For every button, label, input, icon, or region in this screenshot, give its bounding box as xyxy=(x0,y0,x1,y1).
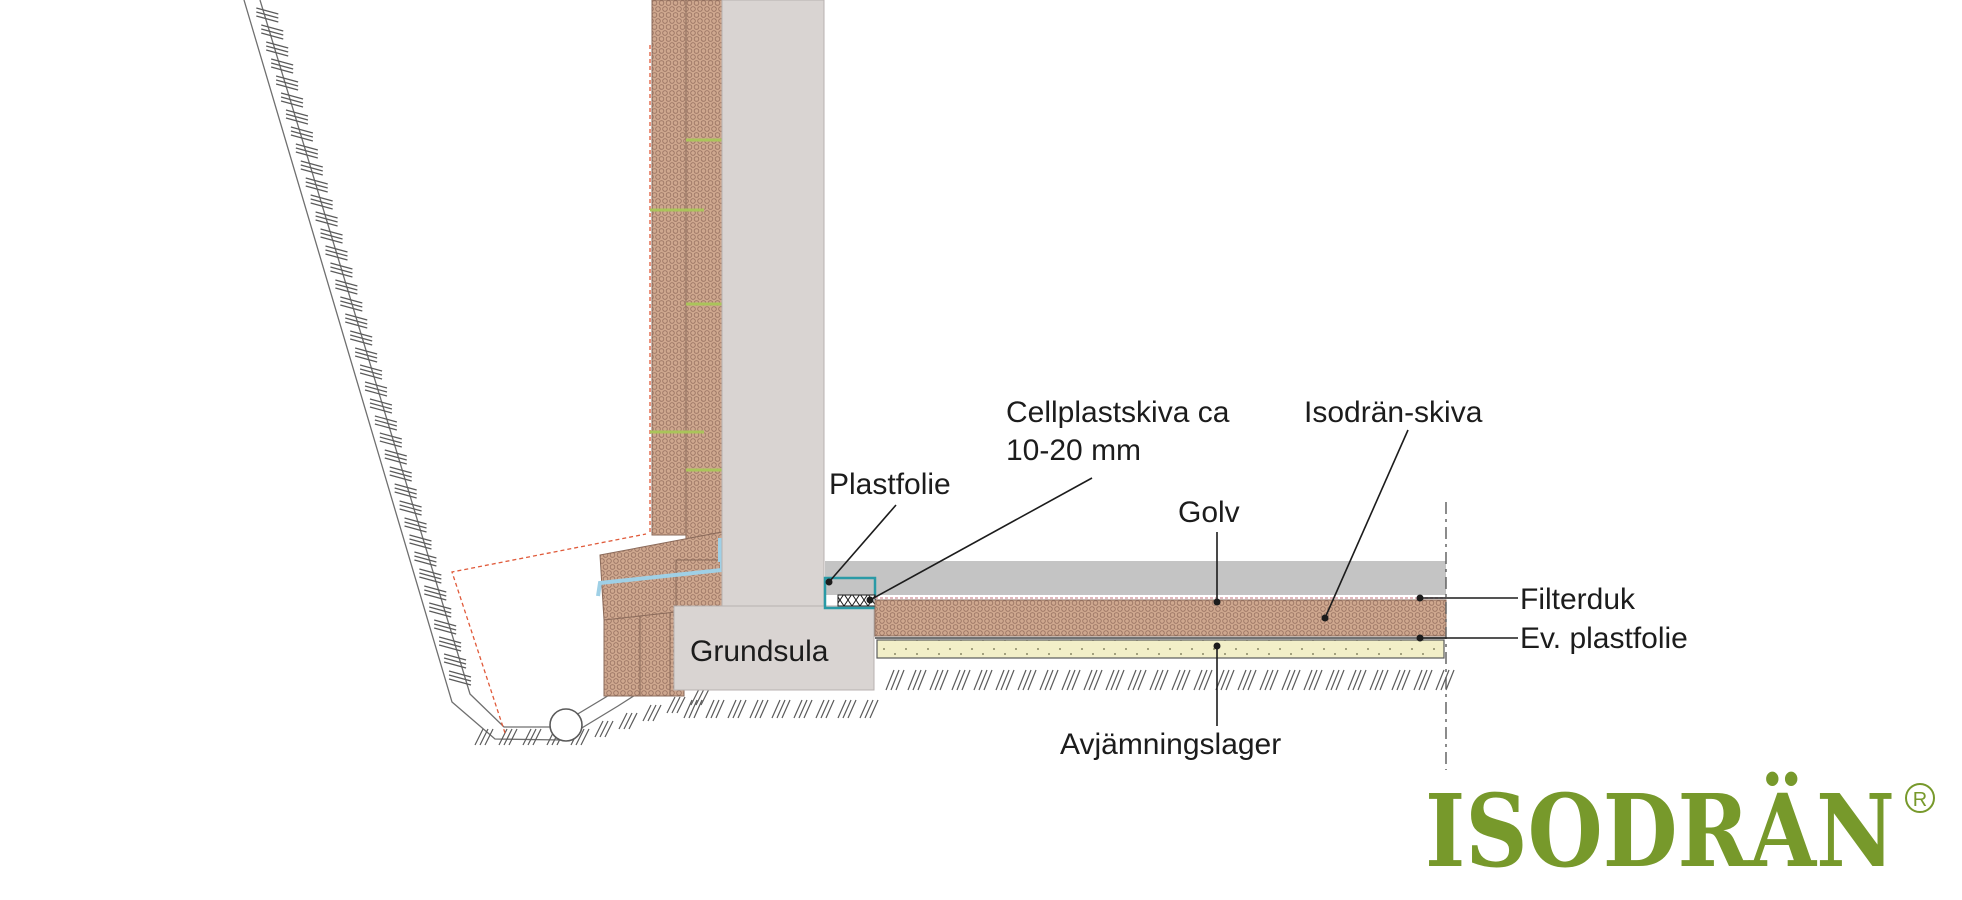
label-ev-plastfolie: Ev. plastfolie xyxy=(1520,622,1688,655)
soil-hatch-bottom xyxy=(474,688,879,746)
isodran-logo: ISODRÄN ® R xyxy=(1425,772,1935,890)
concrete-wall xyxy=(721,0,825,609)
label-grundsula: Grundsula xyxy=(690,635,829,668)
label-filterduk: Filterduk xyxy=(1520,583,1636,616)
grundsula-footing xyxy=(673,605,875,691)
floor-isodran-board xyxy=(874,599,1447,637)
label-cellplast-line1: Cellplastskiva ca xyxy=(1006,396,1230,429)
label-isodran-skiva: Isodrän-skiva xyxy=(1304,396,1483,429)
logo-wordmark: ISODRÄN xyxy=(1425,772,1895,890)
svg-text:R: R xyxy=(1913,789,1927,811)
leveling-layer xyxy=(876,639,1445,659)
registered-mark-icon xyxy=(1905,783,1935,813)
soil-hatch-left xyxy=(256,7,472,686)
wall-isodran-boards xyxy=(599,0,723,697)
label-avjamningslager: Avjämningslager xyxy=(1060,728,1281,761)
floor-slab xyxy=(825,561,1446,595)
label-golv: Golv xyxy=(1178,496,1240,529)
label-leaders xyxy=(825,429,1518,726)
soil-hatch-under-floor xyxy=(885,669,1455,691)
label-plastfolie: Plastfolie xyxy=(829,468,951,501)
plastic-film-backfill xyxy=(451,533,647,734)
label-cellplast-line2: 10-20 mm xyxy=(1006,434,1141,467)
excavation-soil-profile xyxy=(243,0,1455,746)
drain-pipe-icon xyxy=(549,708,583,742)
edge-membrane xyxy=(823,576,877,610)
